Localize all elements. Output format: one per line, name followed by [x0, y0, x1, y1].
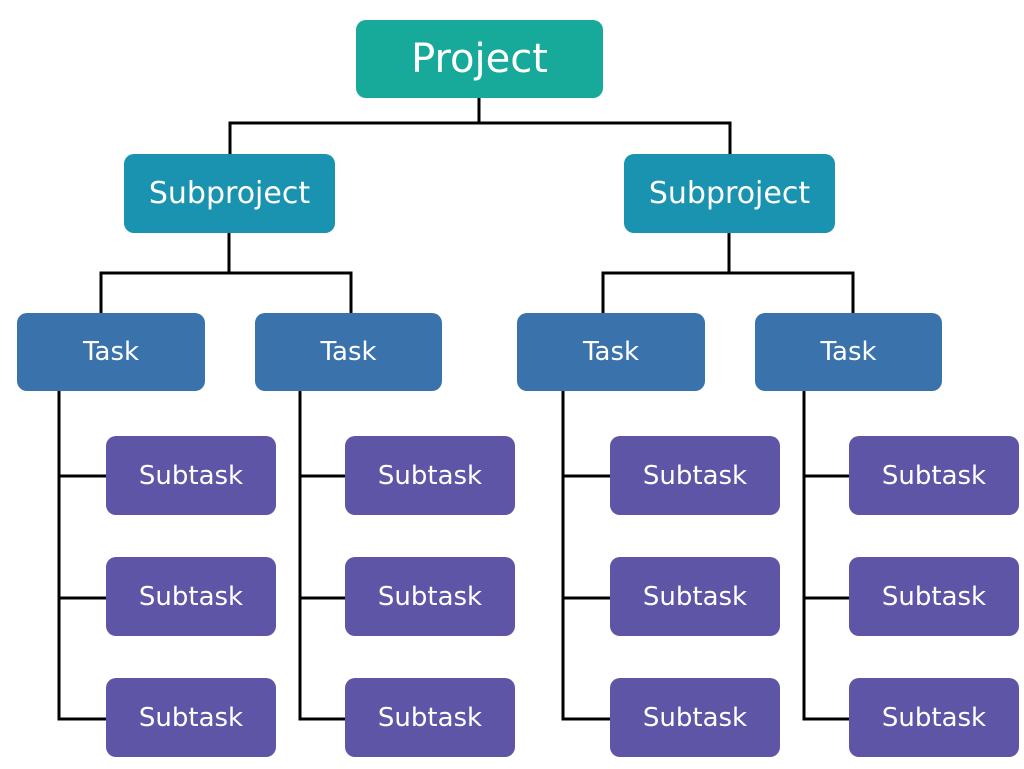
- subtask-label: Subtask: [377, 702, 483, 733]
- task-label: Task: [82, 337, 140, 367]
- task-label: Task: [320, 337, 377, 367]
- subtask-label: Subtask: [138, 460, 244, 491]
- subtask-label: Subtask: [377, 581, 483, 612]
- subtask-node: Subtask: [345, 436, 515, 515]
- task-node-3: Task: [517, 313, 705, 391]
- subtask-label: Subtask: [377, 460, 483, 491]
- subtask-node: Subtask: [849, 678, 1019, 757]
- task-node-1: Task: [17, 313, 205, 391]
- subtask-label: Subtask: [881, 702, 987, 733]
- task-node-2: Task: [255, 313, 442, 391]
- subtask-node: Subtask: [106, 557, 276, 636]
- subproject-node-1: Subproject: [124, 154, 335, 233]
- project-label: Project: [411, 36, 548, 82]
- subtask-label: Subtask: [138, 702, 244, 733]
- subtask-node: Subtask: [345, 678, 515, 757]
- subtask-node: Subtask: [106, 678, 276, 757]
- subtask-label: Subtask: [642, 581, 748, 612]
- subtask-label: Subtask: [138, 581, 244, 612]
- subproject-node-2: Subproject: [624, 154, 835, 233]
- task-node-4: Task: [755, 313, 942, 391]
- project-node: Project: [356, 20, 603, 98]
- subtask-node: Subtask: [610, 557, 780, 636]
- subproject-label: Subproject: [648, 176, 811, 211]
- subproject-label: Subproject: [148, 176, 311, 211]
- task-label: Task: [582, 337, 640, 367]
- subtask-label: Subtask: [642, 702, 748, 733]
- subtask-node: Subtask: [106, 436, 276, 515]
- subtask-node: Subtask: [849, 436, 1019, 515]
- subtask-label: Subtask: [881, 581, 987, 612]
- task-label: Task: [820, 337, 877, 367]
- subtask-node: Subtask: [610, 678, 780, 757]
- subtask-node: Subtask: [610, 436, 780, 515]
- subtask-node: Subtask: [849, 557, 1019, 636]
- subtask-label: Subtask: [642, 460, 748, 491]
- subtask-label: Subtask: [881, 460, 987, 491]
- subtask-node: Subtask: [345, 557, 515, 636]
